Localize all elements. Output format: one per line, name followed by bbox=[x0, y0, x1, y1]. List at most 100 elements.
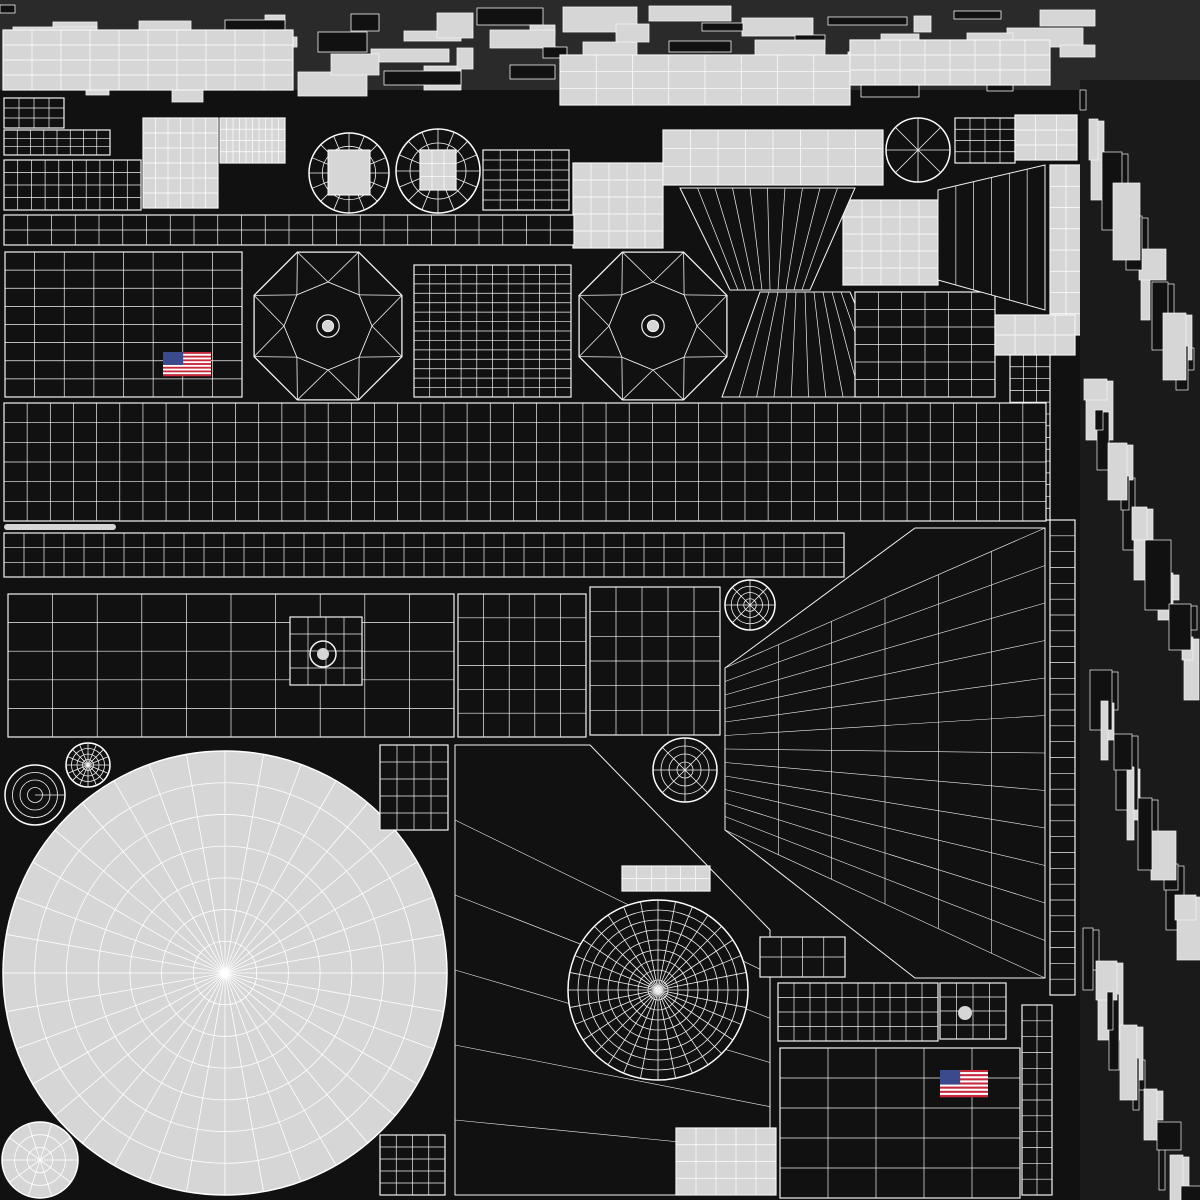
flag-canton bbox=[940, 1070, 961, 1085]
spoke-line bbox=[32, 972, 226, 1085]
edge-line bbox=[696, 295, 728, 327]
uv-island bbox=[741, 17, 814, 37]
spoke-line bbox=[224, 764, 302, 974]
flag-stripe bbox=[163, 363, 211, 366]
uv-island bbox=[330, 53, 380, 76]
trap-line bbox=[809, 187, 856, 291]
dense-grid bbox=[413, 264, 572, 398]
edge-line bbox=[253, 295, 285, 327]
uv-island bbox=[456, 47, 474, 70]
small-grid bbox=[3, 129, 111, 156]
spoke-line bbox=[186, 754, 226, 974]
uv-island bbox=[489, 29, 556, 49]
spoke-line bbox=[224, 934, 444, 974]
trap-line bbox=[767, 187, 771, 291]
trap-line bbox=[801, 187, 838, 291]
flag-stripe bbox=[940, 1080, 988, 1083]
flag-stripe bbox=[940, 1084, 988, 1087]
uv-island bbox=[1131, 506, 1148, 541]
spoke-line bbox=[224, 861, 418, 974]
octagon-right bbox=[578, 251, 728, 401]
spoke-line bbox=[582, 989, 659, 1041]
dark-grid bbox=[854, 291, 996, 398]
spoke-line bbox=[67, 756, 89, 766]
uv-island bbox=[953, 10, 1002, 20]
wide-panel bbox=[7, 593, 455, 738]
spoke-line bbox=[732, 604, 751, 623]
dark-grid bbox=[482, 149, 570, 211]
edge-line bbox=[578, 295, 610, 327]
uv-island bbox=[648, 5, 732, 22]
spoke-line bbox=[569, 989, 659, 1008]
flag-stripe bbox=[163, 361, 211, 364]
octagon-left bbox=[253, 251, 403, 401]
us-flag-icon bbox=[940, 1070, 988, 1098]
dark-grid bbox=[939, 982, 1007, 1040]
spoke-line bbox=[81, 802, 226, 974]
radial-disc bbox=[567, 899, 749, 1081]
uv-island bbox=[1137, 797, 1153, 871]
light-block bbox=[675, 1127, 777, 1196]
small-radial bbox=[65, 742, 111, 788]
uv-island bbox=[1138, 248, 1167, 281]
spoke-line bbox=[81, 972, 226, 1144]
edge-line bbox=[622, 251, 654, 283]
spoke-line bbox=[657, 989, 734, 1041]
spoke-line bbox=[594, 989, 659, 1054]
spoke-line bbox=[895, 127, 919, 151]
uv-island bbox=[1107, 442, 1128, 501]
us-flag-icon bbox=[163, 352, 211, 377]
main-grid-strip bbox=[3, 402, 1047, 522]
hub bbox=[321, 319, 335, 333]
spoke-line bbox=[574, 955, 659, 991]
spoke-line bbox=[224, 802, 369, 974]
uv-island bbox=[297, 71, 368, 97]
spoke-line bbox=[917, 149, 941, 173]
flag-stripe bbox=[940, 1070, 988, 1073]
top-mid-grid bbox=[559, 54, 851, 106]
light-block bbox=[621, 865, 711, 892]
uv-island bbox=[1113, 733, 1133, 771]
spoke-line bbox=[224, 780, 337, 974]
trap-line bbox=[790, 291, 797, 398]
flag-stripe bbox=[163, 374, 211, 377]
spoke-line bbox=[6, 934, 226, 974]
flag-stripe bbox=[163, 366, 211, 369]
spoke-line bbox=[87, 764, 104, 781]
light-block bbox=[419, 149, 457, 191]
dark-grid bbox=[759, 936, 846, 978]
lower-grid-strip bbox=[3, 532, 845, 578]
light-block bbox=[219, 117, 286, 164]
edge-line bbox=[622, 369, 654, 401]
tall-strip bbox=[1021, 1004, 1053, 1196]
edge-line bbox=[578, 325, 610, 357]
uv-island bbox=[1088, 118, 1099, 161]
knob bbox=[958, 1006, 972, 1020]
spoke-line bbox=[224, 972, 418, 1085]
spoke-line bbox=[917, 127, 941, 151]
globe-island-2 bbox=[652, 737, 718, 803]
light-block bbox=[572, 162, 664, 249]
flag-stripe bbox=[940, 1078, 988, 1081]
trap-line bbox=[721, 291, 761, 398]
trap-line bbox=[738, 291, 770, 398]
uv-island bbox=[370, 48, 450, 63]
trap-line bbox=[697, 187, 739, 291]
spoke-line bbox=[657, 989, 722, 1054]
uv-island bbox=[668, 40, 732, 53]
spoke-line bbox=[72, 764, 89, 781]
spoke-line bbox=[224, 754, 264, 974]
uv-island bbox=[509, 64, 556, 80]
spoke-line bbox=[607, 914, 659, 991]
spoke-line bbox=[657, 989, 693, 1074]
spoke-line bbox=[54, 829, 226, 974]
spoke-line bbox=[27, 1159, 41, 1197]
spoke-line bbox=[39, 1159, 71, 1183]
edge-line bbox=[253, 325, 285, 357]
globe-island bbox=[724, 579, 776, 631]
uv-island bbox=[1119, 1024, 1138, 1101]
panel bbox=[457, 593, 587, 738]
light-block bbox=[662, 129, 884, 186]
uv-island bbox=[0, 4, 16, 14]
spoke-line bbox=[9, 1137, 41, 1161]
